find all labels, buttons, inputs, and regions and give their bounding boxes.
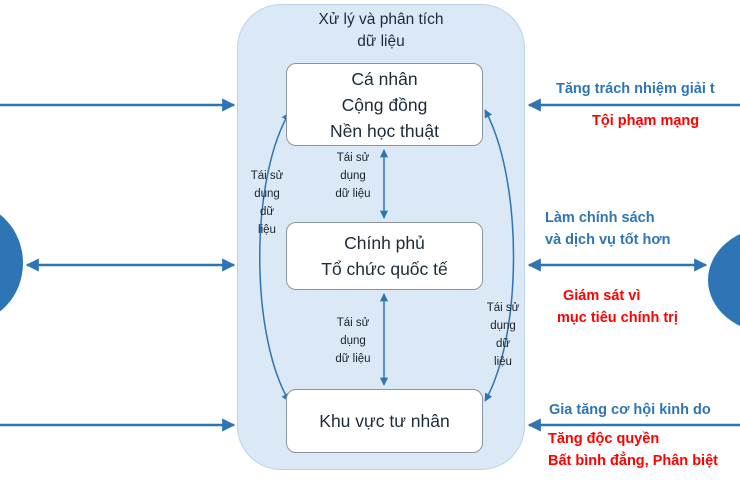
node-line: Nền học thuật <box>330 120 439 141</box>
node-line: Chính phủ <box>344 233 425 253</box>
reuse-label-line: liệu <box>258 224 276 236</box>
reuse-label-line: Tái sử <box>336 152 370 164</box>
reuse-label-top-middle: Tái sử dụng dữ liệu <box>329 149 377 203</box>
reuse-label-right-curve: Tái sử dụng dữ liệu <box>483 299 523 371</box>
reuse-label-line: dữ <box>495 338 511 350</box>
node-line: Cộng đồng <box>341 94 428 115</box>
reuse-label-line: dữ liệu <box>335 188 371 200</box>
node-private-sector: Khu vực tư nhân <box>286 389 483 453</box>
reuse-label-line: dụng <box>254 188 280 200</box>
annotation-line: và dịch vụ tốt hơn <box>545 232 671 248</box>
annotation-political-surveillance-line2: mục tiêu chính trị <box>557 310 678 326</box>
annotation-cybercrime: Tội phạm mạng <box>592 113 700 129</box>
node-individuals-community-academia: Cá nhân Cộng đồng Nền học thuật <box>286 63 483 146</box>
reuse-label-line: dữ <box>259 206 275 218</box>
node-line: Tổ chức quốc tế <box>321 259 448 279</box>
reuse-label-left-curve: Tái sử dụng dữ liệu <box>247 167 287 239</box>
right-circle <box>708 234 740 326</box>
reuse-label-line: dụng <box>340 170 366 182</box>
annotation-inequality-discrimination: Bất bình đẳng, Phân biệt <box>548 453 718 469</box>
node-government-international-orgs: Chính phủ Tổ chức quốc tế <box>286 222 483 290</box>
reuse-label-line: Tái sử <box>486 302 520 314</box>
panel-title-line2: dữ liệu <box>357 33 405 50</box>
left-circle <box>0 214 23 312</box>
curve-left-top-to-bottom <box>259 112 290 402</box>
annotation-line: Làm chính sách <box>545 210 655 226</box>
reuse-label-middle-bottom: Tái sử dụng dữ liệu <box>329 314 377 368</box>
node-line: Khu vực tư nhân <box>319 411 450 431</box>
curve-right-top-to-bottom <box>484 109 515 402</box>
node-line: Cá nhân <box>351 68 418 89</box>
annotation-accountability: Tăng trách nhiệm giải t <box>556 81 715 97</box>
panel-title: Xử lý và phân tích dữ liệu <box>237 9 525 53</box>
panel-title-line1: Xử lý và phân tích <box>318 11 444 28</box>
reuse-label-line: Tái sử <box>336 317 370 329</box>
annotation-better-policy: Làm chính sách và dịch vụ tốt hơn <box>545 207 671 251</box>
reuse-label-line: dữ liệu <box>335 353 371 365</box>
reuse-label-line: dụng <box>490 320 516 332</box>
reuse-label-line: liệu <box>494 356 512 368</box>
annotation-monopoly: Tăng độc quyền <box>548 431 660 447</box>
reuse-label-line: Tái sử <box>250 170 284 182</box>
annotation-political-surveillance-line1: Giám sát vì <box>563 288 641 304</box>
annotation-business-opportunity: Gia tăng cơ hội kinh do <box>549 402 711 418</box>
reuse-label-line: dụng <box>340 335 366 347</box>
